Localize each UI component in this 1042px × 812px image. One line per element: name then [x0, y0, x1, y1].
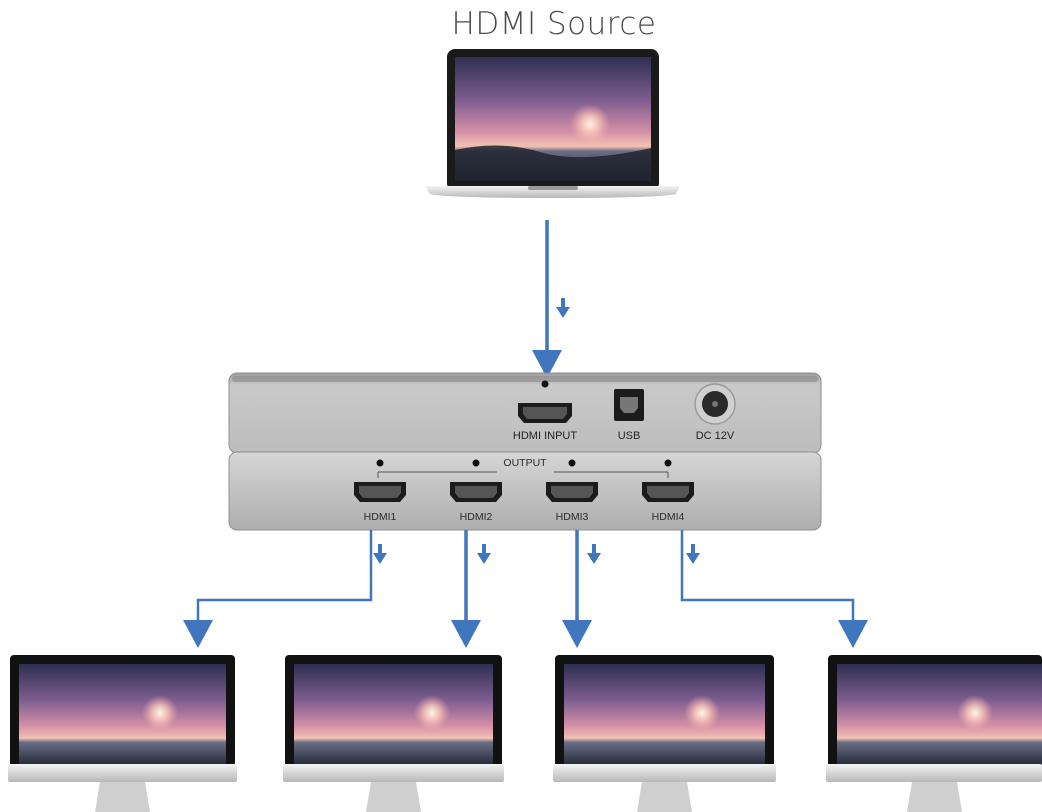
monitor-display-image: [553, 655, 776, 812]
dc-power-jack: [694, 383, 736, 425]
monitor-display-image: [283, 655, 504, 812]
output-direction-icon: [373, 544, 387, 564]
laptop-source-image: [425, 49, 680, 198]
output-arrow-3: [562, 530, 592, 648]
output-arrow-4: [680, 530, 868, 648]
output-bracket: [377, 471, 669, 478]
usb-port: [614, 389, 644, 421]
dc-power-label: DC 12V: [696, 430, 735, 442]
output-direction-icon: [477, 544, 491, 564]
hdmi-output-port: [354, 459, 406, 502]
usb-label: USB: [618, 430, 641, 442]
hdmi-input-label: HDMI INPUT: [513, 430, 577, 442]
splitter-device: [228, 372, 822, 531]
hdmi3-label: HDMI3: [556, 511, 589, 523]
input-direction-icon: [556, 298, 570, 318]
hdmi-input-port: [518, 380, 572, 423]
hdmi-source-title: HDMI Source: [451, 6, 657, 42]
output-group-label: OUTPUT: [503, 457, 547, 469]
hdmi-output-port: [642, 459, 694, 502]
monitor-display-image: [826, 655, 1042, 812]
output-arrow-2: [451, 530, 481, 648]
hdmi2-label: HDMI2: [460, 511, 493, 523]
output-direction-icon: [587, 544, 601, 564]
hdmi-output-port: [450, 459, 502, 502]
hdmi1-label: HDMI1: [364, 511, 397, 523]
hdmi4-label: HDMI4: [652, 511, 685, 523]
output-direction-icon: [686, 544, 700, 564]
input-arrow: [532, 220, 562, 378]
monitor-display-image: [8, 655, 237, 812]
hdmi-output-port: [546, 459, 598, 502]
output-arrow-1: [183, 530, 373, 648]
